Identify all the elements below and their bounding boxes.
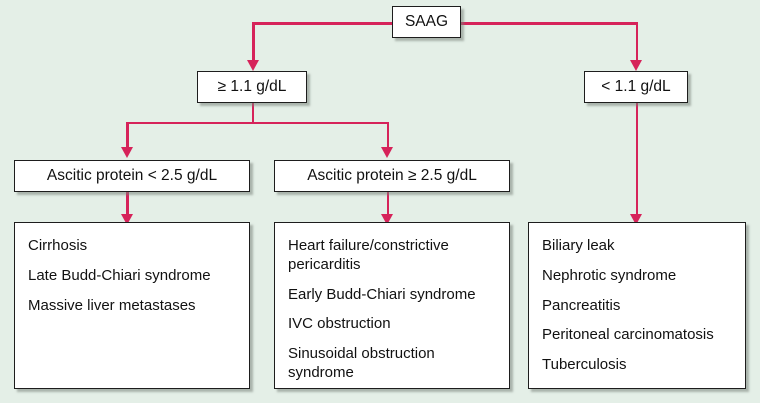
- node-saag-low-label: < 1.1 g/dL: [601, 77, 671, 95]
- arrowhead-protein-high-to-outcome: [381, 214, 394, 225]
- node-saag-high-label: ≥ 1.1 g/dL: [217, 77, 287, 95]
- list-item: Pancreatitis: [542, 296, 621, 314]
- list-item: Late Budd-Chiari syndrome: [28, 266, 211, 284]
- outcome-box-protein-low[interactable]: Cirrhosis Late Budd-Chiari syndrome Mass…: [14, 222, 250, 389]
- node-protein-low[interactable]: Ascitic protein < 2.5 g/dL: [14, 160, 250, 192]
- list-item: Biliary leak: [542, 237, 615, 254]
- node-saag-high[interactable]: ≥ 1.1 g/dL: [197, 71, 307, 103]
- arrowhead-saag-to-low: [630, 60, 643, 71]
- list-item: Cirrhosis: [28, 237, 88, 254]
- list-item: Massive liver metastases: [28, 296, 196, 314]
- connector-saag-to-high-horizontal: [252, 22, 392, 25]
- connector-saag-to-low-horizontal: [461, 22, 638, 25]
- node-protein-high[interactable]: Ascitic protein ≥ 2.5 g/dL: [274, 160, 510, 192]
- node-protein-low-label: Ascitic protein < 2.5 g/dL: [46, 166, 218, 184]
- arrowhead-high-to-protein-low: [120, 147, 133, 158]
- node-saag-low[interactable]: < 1.1 g/dL: [584, 71, 688, 103]
- arrowhead-protein-low-to-outcome: [120, 214, 133, 225]
- list-item: Tuberculosis: [542, 356, 627, 373]
- outcome-box-protein-high[interactable]: Heart failure/constrictive pericarditis …: [274, 222, 510, 389]
- connector-high-to-protein-high: [386, 121, 390, 152]
- list-item: Heart failure/constrictive pericarditis: [288, 237, 449, 273]
- connector-protein-low-to-outcome: [126, 192, 129, 218]
- arrowhead-high-to-protein-high: [381, 147, 394, 158]
- list-item: Nephrotic syndrome: [542, 266, 677, 284]
- connector-saag-to-high-vertical: [252, 22, 255, 64]
- connector-saag-to-low-vertical: [635, 22, 639, 64]
- node-saag-label: SAAG: [404, 12, 449, 30]
- connector-low-to-outcome: [635, 103, 639, 218]
- node-protein-high-label: Ascitic protein ≥ 2.5 g/dL: [307, 166, 477, 184]
- connector-high-stem: [251, 103, 255, 124]
- node-saag[interactable]: SAAG: [392, 6, 461, 38]
- list-item: Sinusoidal obstruction syndrome: [288, 345, 435, 381]
- arrowhead-low-to-outcome: [630, 214, 643, 225]
- connector-protein-high-to-outcome: [386, 192, 390, 218]
- list-item: IVC obstruction: [288, 315, 391, 333]
- connector-high-to-protein-low: [126, 121, 129, 152]
- list-item: Peritoneal carcinomatosis: [542, 326, 714, 344]
- connector-high-crossbar: [126, 121, 389, 125]
- arrowhead-saag-to-high: [246, 60, 259, 71]
- list-item: Early Budd-Chiari syndrome: [288, 285, 476, 303]
- outcome-box-saag-low[interactable]: Biliary leak Nephrotic syndrome Pancreat…: [528, 222, 746, 389]
